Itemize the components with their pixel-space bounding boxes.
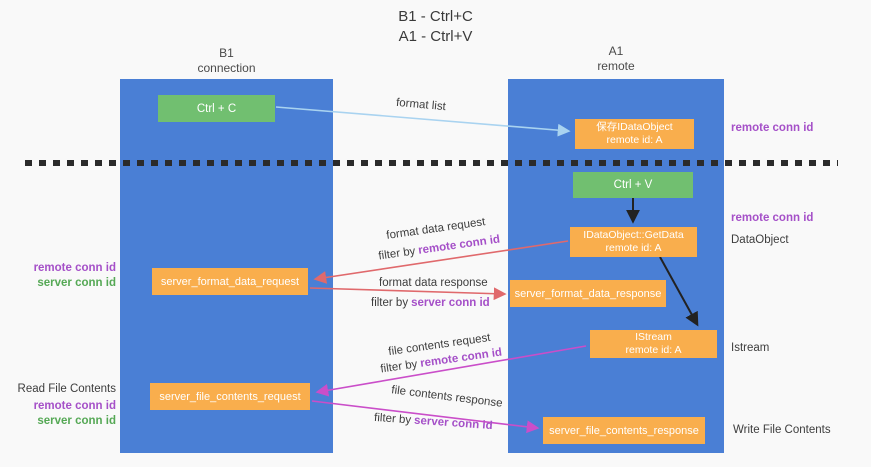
node-ctrl-c: Ctrl + C	[158, 95, 275, 122]
diagram-title: B1 - Ctrl+C A1 - Ctrl+V	[0, 7, 871, 47]
filter-key-server-conn-id: server conn id	[411, 297, 490, 309]
filter-prefix: filter by	[373, 411, 412, 427]
save-idataobject-line1: 保存IDataObject	[596, 121, 673, 133]
column-b1-subtitle: connection	[197, 61, 256, 75]
server-format-data-response-label: server_format_data_response	[514, 287, 662, 300]
server-format-data-request-label: server_format_data_request	[160, 275, 300, 288]
node-server-file-contents-request: server_file_contents_request	[150, 383, 310, 410]
node-server-file-contents-response: server_file_contents_response	[543, 417, 705, 444]
annotation-write-file-contents: Write File Contents	[733, 424, 831, 436]
annotation-left-server-conn-id-2: server conn id	[37, 415, 116, 427]
ctrl-c-label: Ctrl + C	[196, 102, 237, 115]
annotation-istream: Istream	[731, 342, 770, 354]
filter-prefix: filter by	[371, 297, 409, 309]
getdata-line2: remote id: A	[605, 242, 662, 254]
annotation-remote-conn-id-mid: remote conn id	[731, 212, 814, 224]
annotation-left-remote-conn-id-1: remote conn id	[33, 262, 116, 274]
annotation-read-file-contents: Read File Contents	[17, 383, 116, 395]
column-a1-subtitle: remote	[597, 59, 635, 73]
node-save-idataobject: 保存IDataObject remote id: A	[575, 119, 694, 149]
ctrl-v-label: Ctrl + V	[613, 179, 653, 191]
annotation-left-remote-conn-id-2: remote conn id	[33, 400, 116, 412]
title-line-2: A1 - Ctrl+V	[398, 28, 473, 45]
node-ctrl-v: Ctrl + V	[573, 172, 693, 198]
node-idataobject-getdata: IDataObject::GetData remote id: A	[570, 227, 697, 257]
filter-key-remote-conn-id: remote conn id	[417, 233, 501, 257]
server-file-contents-response-label: server_file_contents_response	[549, 424, 699, 437]
server-file-contents-request-label: server_file_contents_request	[159, 390, 301, 403]
node-istream: IStream remote id: A	[590, 330, 717, 358]
filter-prefix: filter by	[379, 358, 419, 376]
column-a1-name: A1	[608, 44, 624, 58]
column-header-b1: B1 connection	[120, 46, 333, 76]
istream-line2: remote id: A	[625, 344, 682, 356]
annotation-remote-conn-id-top: remote conn id	[731, 122, 814, 134]
label-format-data-response: format data response	[379, 277, 488, 289]
label-format-list: format list	[395, 96, 447, 114]
node-server-format-data-response: server_format_data_response	[510, 280, 666, 307]
column-b1-name: B1	[219, 46, 234, 60]
column-header-a1: A1 remote	[508, 44, 724, 74]
node-server-format-data-request: server_format_data_request	[152, 268, 308, 295]
annotation-dataobject: DataObject	[731, 234, 789, 246]
filter-key-server-conn-id: server conn id	[413, 414, 493, 433]
save-idataobject-line2: remote id: A	[606, 134, 663, 146]
title-line-1: B1 - Ctrl+C	[398, 8, 473, 25]
filter-prefix: filter by	[377, 245, 417, 263]
getdata-line1: IDataObject::GetData	[583, 229, 684, 241]
istream-line1: IStream	[635, 331, 672, 343]
label-file-contents-response: file contents response	[390, 384, 504, 410]
annotation-left-server-conn-id-1: server conn id	[37, 277, 116, 289]
